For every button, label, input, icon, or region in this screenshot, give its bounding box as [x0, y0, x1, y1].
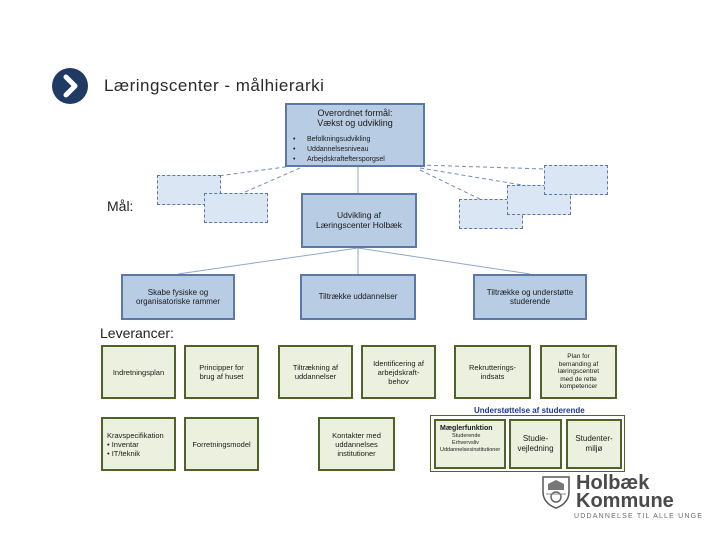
maal-label: Mål:	[107, 198, 134, 214]
studentermiljo-box: Studenter- miljø	[566, 419, 622, 469]
deliverable-label: Forretningsmodel	[192, 439, 251, 449]
deliverable-label: Identificering af arbejdskraft- behov	[373, 358, 424, 386]
maegler-line: Uddannelsesinstitutioner	[440, 446, 501, 453]
deliverable-label: Principper for brug af huset	[199, 363, 244, 381]
deliverable-label: Kontakter med uddannelses institutioner	[332, 430, 381, 458]
studievejledning-box: Studie- vejledning	[509, 419, 562, 469]
placeholder-box	[204, 193, 268, 223]
logo-line1: Holbæk	[576, 472, 650, 494]
placeholder-box	[544, 165, 608, 195]
deliverable-label: Rekrutterings- indsats	[468, 363, 517, 381]
deliverable-box: Forretningsmodel	[184, 417, 259, 471]
deliverable-box: Plan for bemanding af læringscentret med…	[540, 345, 617, 399]
bullet-item: Arbejdskrafteftersporgsel	[293, 155, 385, 165]
maegler-line: Erhvervsliv	[452, 439, 479, 446]
deliverable-box: Identificering af arbejdskraft- behov	[361, 345, 436, 399]
bullet-item: Uddannelsesniveau	[293, 145, 385, 155]
deliverable-box: Indretningsplan	[101, 345, 176, 399]
maegler-line: Studerende	[452, 433, 481, 440]
title-chevron-icon	[52, 68, 88, 104]
subgoal-box: Tiltrække uddannelser	[300, 274, 416, 320]
page-title: Læringscenter - målhierarki	[104, 76, 325, 95]
deliverable-box: Tiltrækning af uddannelser	[278, 345, 353, 399]
subgoal-box: Skabe fysiske og organisatoriske rammer	[121, 274, 235, 320]
deliverable-label: Plan for bemanding af læringscentret med…	[557, 353, 600, 391]
logo-line2: Kommune	[576, 490, 674, 512]
bullet-item: Befolkningsudvikling	[293, 135, 385, 145]
maegler-box: Mæglerfunktion Studerende Erhvervsliv Ud…	[434, 419, 506, 469]
deliverable-label: Indretningsplan	[112, 367, 165, 377]
maegler-title: Mæglerfunktion	[440, 425, 493, 432]
deliverable-box: Rekrutterings- indsats	[454, 345, 531, 399]
placeholder-box	[507, 185, 571, 215]
deliverable-box: Principper for brug af huset	[184, 345, 259, 399]
support-group-label: Understøttelse af studerende	[474, 406, 585, 415]
coat-of-arms-icon	[540, 474, 572, 510]
deliverable-label: Tiltrækning af uddannelser	[292, 363, 339, 381]
udvikling-box: Udvikling af Læringscenter Holbæk	[301, 193, 417, 248]
deliverable-box: Kontakter med uddannelses institutioner	[318, 417, 395, 471]
overordnet-formaal-title: Overordnet formål: Vækst og udvikling	[317, 108, 393, 129]
leverancer-label: Leverancer:	[100, 325, 174, 341]
subgoal-box: Tiltrække og understøtte studerende	[473, 274, 587, 320]
deliverable-label: Kravspecifikation • Inventar • IT/teknik	[107, 430, 164, 458]
overordnet-formaal-box: Overordnet formål: Vækst og udvikling Be…	[285, 103, 425, 167]
deliverable-box: Kravspecifikation • Inventar • IT/teknik	[101, 417, 176, 471]
studentermiljo-label: Studenter- miljø	[575, 434, 613, 453]
studievejledning-label: Studie- vejledning	[517, 434, 554, 453]
overordnet-formaal-bullets: Befolkningsudvikling Uddannelsesniveau A…	[293, 135, 385, 165]
logo-tagline: UDDANNELSE TIL ALLE UNGE	[574, 513, 704, 520]
